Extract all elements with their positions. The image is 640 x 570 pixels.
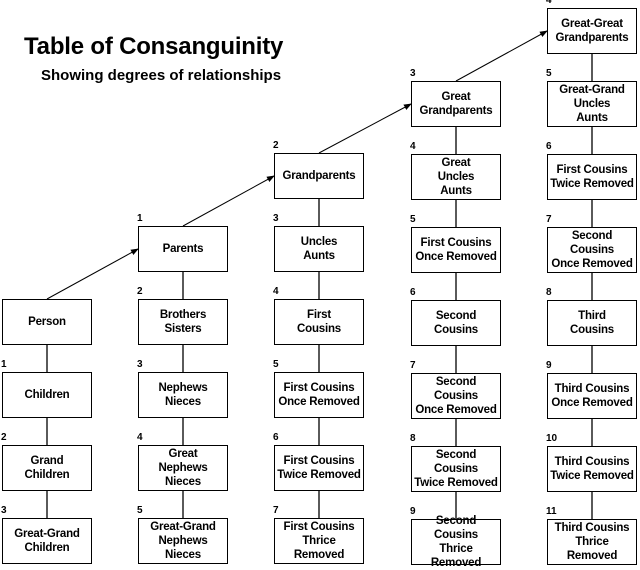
relationship-box: First Cousins Once Removed (274, 372, 364, 418)
degree-number: 1 (137, 213, 143, 224)
relationship-box: Second Cousins Once Removed (547, 227, 637, 273)
relationship-box: Children (2, 372, 92, 418)
degree-number: 3 (1, 505, 7, 516)
ancestor-arrow (318, 103, 412, 154)
ancestor-arrow (455, 30, 548, 82)
relationship-box: First Cousins Thrice Removed (274, 518, 364, 564)
relationship-box: Grandparents (274, 153, 364, 199)
vertical-connectors (46, 54, 593, 519)
degree-number: 6 (273, 432, 279, 443)
relationship-box: Second Cousins (411, 300, 501, 346)
relationship-box: Third Cousins (547, 300, 637, 346)
relationship-box: Great Uncles Aunts (411, 154, 501, 200)
relationship-box: Great-Grand Children (2, 518, 92, 564)
degree-number: 7 (273, 505, 279, 516)
ancestor-arrows (46, 30, 548, 300)
degree-number: 6 (410, 287, 416, 298)
degree-number: 7 (546, 214, 552, 225)
degree-number: 6 (546, 141, 552, 152)
relationship-box: Great-Great Grandparents (547, 8, 637, 54)
degree-number: 2 (1, 432, 7, 443)
relationship-box: Third Cousins Twice Removed (547, 446, 637, 492)
relationship-box: Person (2, 299, 92, 345)
relationship-box: Second Cousins Twice Removed (411, 446, 501, 492)
degree-number: 4 (410, 141, 416, 152)
degree-number: 5 (137, 505, 143, 516)
relationship-box: First Cousins Twice Removed (274, 445, 364, 491)
relationship-box: Second Cousins Thrice Removed (411, 515, 501, 569)
degree-number: 2 (273, 140, 279, 151)
degree-number: 4 (546, 0, 552, 6)
degree-number: 9 (546, 360, 552, 371)
relationship-box: First Cousins (274, 299, 364, 345)
page-title: Table of Consanguinity (24, 33, 284, 60)
degree-number: 5 (546, 68, 552, 79)
relationship-box: Third Cousins Once Removed (547, 373, 637, 419)
relationship-box: Great-Grand Uncles Aunts (547, 81, 637, 127)
relationship-box: Great Grandparents (411, 81, 501, 127)
relationship-box: Uncles Aunts (274, 226, 364, 272)
degree-number: 4 (137, 432, 143, 443)
degree-number: 10 (546, 433, 558, 444)
degree-number: 1 (1, 359, 7, 370)
degree-number: 2 (137, 286, 143, 297)
degree-number: 5 (273, 359, 279, 370)
relationship-box: Brothers Sisters (138, 299, 228, 345)
degree-number: 3 (137, 359, 143, 370)
relationship-box: Grand Children (2, 445, 92, 491)
relationship-box: Great-Grand Nephews Nieces (138, 518, 228, 564)
relationship-box: Nephews Nieces (138, 372, 228, 418)
degree-number: 11 (546, 506, 557, 517)
degree-number: 3 (410, 68, 416, 79)
page-subtitle: Showing degrees of relationships (41, 67, 282, 84)
degree-number: 7 (410, 360, 416, 371)
degree-number: 4 (273, 286, 279, 297)
degree-number: 9 (410, 506, 416, 517)
relationship-box: First Cousins Twice Removed (547, 154, 637, 200)
ancestor-arrow (46, 248, 139, 300)
relationship-box: Parents (138, 226, 228, 272)
relationship-box: Third Cousins Thrice Removed (547, 519, 637, 565)
ancestor-arrow (182, 175, 275, 227)
relationship-box: Great Nephews Nieces (138, 445, 228, 491)
relationship-box: Second Cousins Once Removed (411, 373, 501, 419)
degree-number: 8 (546, 287, 552, 298)
degree-number: 3 (273, 213, 279, 224)
relationship-box: First Cousins Once Removed (411, 227, 501, 273)
degree-number: 8 (410, 433, 416, 444)
degree-number: 5 (410, 214, 416, 225)
